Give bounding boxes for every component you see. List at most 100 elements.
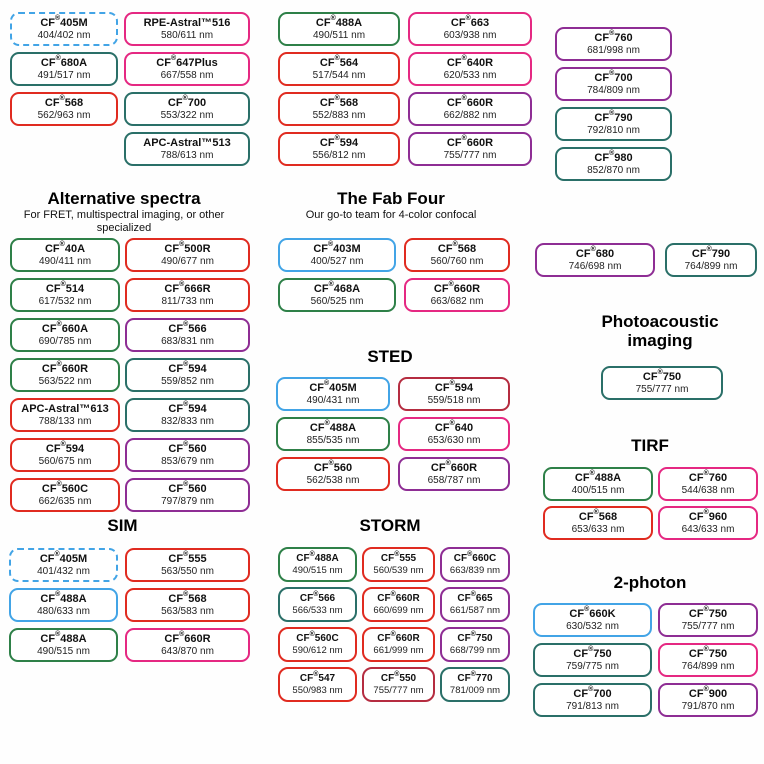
- dye-excitation-emission: 792/810 nm: [587, 124, 640, 136]
- dye-excitation-emission: 683/831 nm: [161, 335, 214, 347]
- dye-excitation-emission: 603/938 nm: [443, 29, 497, 41]
- dye-name: CF®488A: [296, 550, 339, 564]
- dye-name: CF®750: [688, 605, 728, 620]
- dye-name: CF®40A: [44, 240, 86, 255]
- dye-excitation-emission: 544/638 nm: [681, 484, 735, 496]
- dye-excitation-emission: 791/870 nm: [681, 700, 735, 712]
- dye-name: CF®560: [168, 440, 207, 455]
- dye-excitation-emission: 560/539 nm: [373, 565, 424, 576]
- dye-excitation-emission: 690/785 nm: [38, 335, 92, 347]
- dye-excitation-emission: 755/777 nm: [373, 685, 424, 696]
- dye-excitation-emission: 490/411 nm: [38, 255, 92, 267]
- dye-excitation-emission: 853/679 nm: [161, 455, 214, 467]
- dye-excitation-emission: 667/558 nm: [160, 69, 214, 81]
- dye-name: CF®568: [319, 94, 359, 109]
- dye-excitation-emission: 400/515 nm: [571, 484, 625, 496]
- section-title-tirf: TIRF: [631, 436, 669, 455]
- dye-name: RPE-Astral™516: [143, 16, 231, 29]
- dye-name: CF®566: [168, 320, 207, 335]
- dye-excitation-emission: 643/870 nm: [161, 645, 214, 657]
- dye-excitation-emission: 811/733 nm: [161, 295, 214, 307]
- dye-excitation-emission: 660/699 nm: [373, 605, 424, 616]
- dye-excitation-emission: 855/535 nm: [306, 434, 360, 446]
- section-title-sim: SIM: [107, 516, 138, 535]
- dye-excitation-emission: 580/611 nm: [160, 29, 214, 41]
- dye-name: CF®488A: [40, 630, 87, 645]
- dye-name: CF®980: [594, 149, 633, 164]
- dye-excitation-emission: 663/839 nm: [449, 565, 501, 576]
- dye-name: CF®594: [319, 134, 359, 149]
- section-title-sted: STED: [367, 347, 413, 366]
- dye-name: APC-Astral™613: [21, 402, 109, 415]
- section-title-fab-four: The Fab Four: [337, 189, 445, 208]
- dye-name: CF®594: [168, 400, 207, 415]
- dye-name: CF®660R: [433, 280, 481, 295]
- dye-excitation-emission: 563/583 nm: [161, 605, 214, 617]
- dye-name: CF®660R: [377, 590, 420, 604]
- dye-excitation-emission: 480/633 nm: [37, 605, 90, 617]
- dye-excitation-emission: 668/799 nm: [449, 645, 501, 656]
- dye-excitation-emission: 562/538 nm: [306, 474, 360, 486]
- dye-name: CF®555: [380, 550, 417, 564]
- dye-excitation-emission: 661/999 nm: [373, 645, 424, 656]
- dye-name: CF®750: [688, 645, 728, 660]
- dye-excitation-emission: 653/633 nm: [571, 523, 625, 535]
- dye-name: CF®568: [44, 94, 84, 109]
- dye-excitation-emission: 490/677 nm: [161, 255, 214, 267]
- dye-name: CF®790: [594, 109, 633, 124]
- dye-excitation-emission: 630/532 nm: [566, 620, 619, 632]
- dye-name: CF®405M: [40, 14, 88, 29]
- dye-name: CF®564: [319, 54, 359, 69]
- dye-excitation-emission: 553/322 nm: [160, 109, 214, 121]
- dye-excitation-emission: 746/698 nm: [568, 260, 622, 272]
- dye-excitation-emission: 643/633 nm: [681, 523, 735, 535]
- dye-name: CF®760: [688, 469, 728, 484]
- dye-excitation-emission: 755/777 nm: [681, 620, 735, 632]
- dye-excitation-emission: 562/963 nm: [37, 109, 91, 121]
- section-title-storm: STORM: [359, 516, 421, 535]
- dye-name: CF®900: [688, 685, 728, 700]
- dye-name: CF®750: [642, 368, 682, 383]
- dye-excitation-emission: 832/833 nm: [161, 415, 214, 427]
- dye-name: CF®760: [594, 29, 633, 44]
- dye-name: CF®700: [573, 685, 612, 700]
- dye-name: CF®488A: [40, 590, 87, 605]
- dye-excitation-emission: 662/882 nm: [443, 109, 497, 121]
- dye-name: CF®468A: [313, 280, 361, 295]
- dye-excitation-emission: 517/544 nm: [312, 69, 366, 81]
